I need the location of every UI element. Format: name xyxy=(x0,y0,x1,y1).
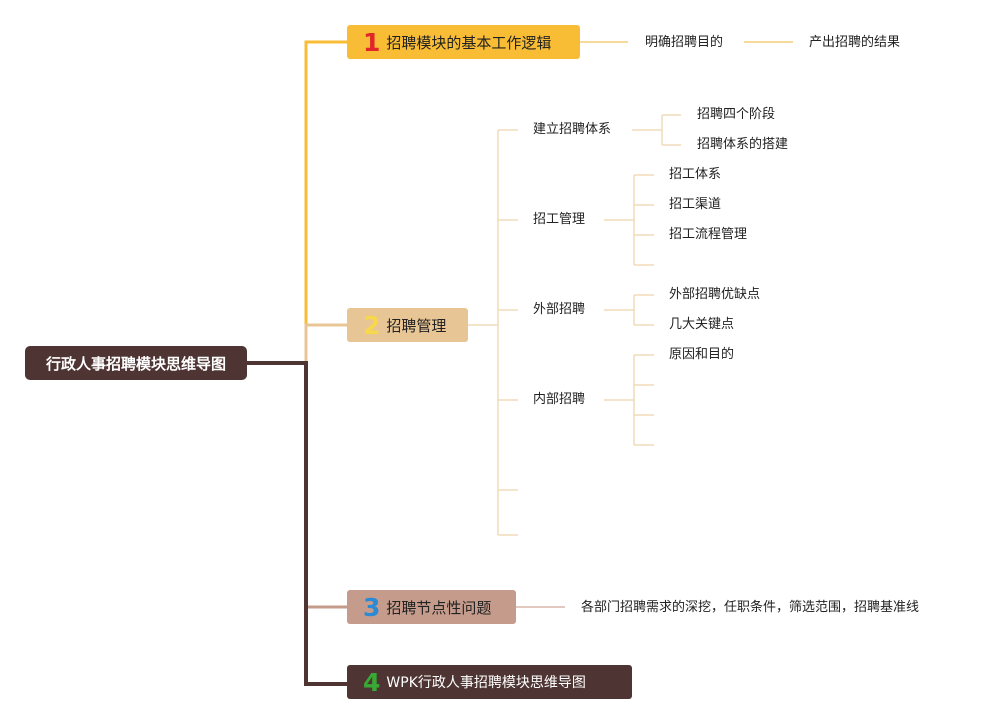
branch-2-label: 招聘管理 xyxy=(386,316,447,335)
leaf-result[interactable]: 产出招聘的结果 xyxy=(809,35,901,50)
branch-2-topic[interactable]: 2 招聘管理 xyxy=(347,308,468,342)
link-root-branch4 xyxy=(247,361,347,686)
root-topic-label: 行政人事招聘模块思维导图 xyxy=(45,354,226,373)
subtopic-internal-recruitment[interactable]: 内部招聘 xyxy=(533,392,586,407)
branch-1-number: 1 xyxy=(363,27,381,57)
leaf-four-stages[interactable]: 招聘四个阶段 xyxy=(697,107,776,122)
branch-1-label: 招聘模块的基本工作逻辑 xyxy=(386,33,552,52)
leaf-key-points[interactable]: 几大关键点 xyxy=(669,317,735,332)
leaf-worker-system[interactable]: 招工体系 xyxy=(669,167,722,182)
subtopic-external-recruitment[interactable]: 外部招聘 xyxy=(533,302,586,317)
link-root-branch1 xyxy=(247,40,347,365)
link-root-branch3 xyxy=(247,361,347,609)
leaf-node-issues[interactable]: 各部门招聘需求的深挖，任职条件，筛选范围，招聘基准线 xyxy=(581,600,920,615)
leaf-purpose[interactable]: 明确招聘目的 xyxy=(645,35,724,50)
branch-4-number: 4 xyxy=(363,667,381,697)
root-topic[interactable]: 行政人事招聘模块思维导图 xyxy=(25,346,247,380)
link-root-branch2 xyxy=(247,323,347,365)
branch-4-topic[interactable]: 4 WPK行政人事招聘模块思维导图 xyxy=(347,665,632,699)
branch2-links xyxy=(468,114,681,536)
leaf-external-pros-cons[interactable]: 外部招聘优缺点 xyxy=(669,287,761,302)
leaf-reasons-goals[interactable]: 原因和目的 xyxy=(669,347,735,362)
leaf-system-setup[interactable]: 招聘体系的搭建 xyxy=(697,137,789,152)
branch-2-number: 2 xyxy=(363,310,381,340)
branch-3-label: 招聘节点性问题 xyxy=(386,598,492,617)
subtopic-worker-management[interactable]: 招工管理 xyxy=(533,212,586,227)
leaf-worker-process[interactable]: 招工流程管理 xyxy=(669,227,748,242)
branch-4-label: WPK行政人事招聘模块思维导图 xyxy=(386,675,586,691)
branch-3-topic[interactable]: 3 招聘节点性问题 xyxy=(347,590,516,624)
subtopic-build-system[interactable]: 建立招聘体系 xyxy=(533,122,612,137)
branch-3-number: 3 xyxy=(363,592,381,622)
leaf-worker-channels[interactable]: 招工渠道 xyxy=(669,197,722,212)
branch-1-topic[interactable]: 1 招聘模块的基本工作逻辑 xyxy=(347,25,580,59)
